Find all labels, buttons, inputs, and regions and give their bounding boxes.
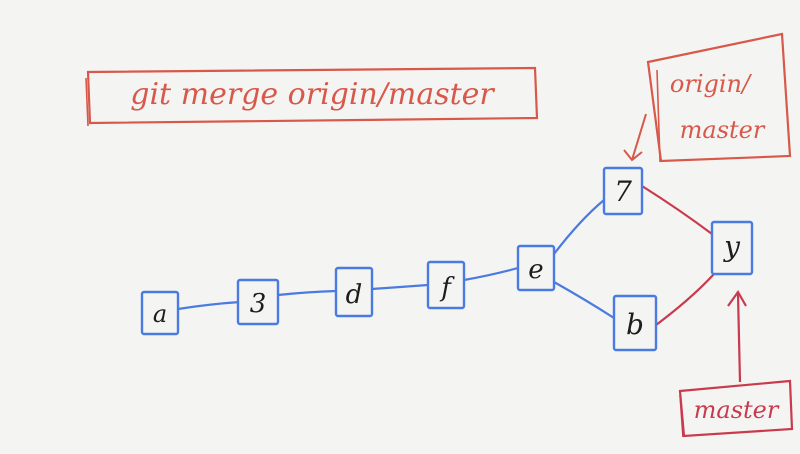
- command-box-edge: [85, 77, 89, 127]
- commit-y-box: [710, 220, 754, 276]
- origin-master-text-line1: origin/: [670, 70, 753, 98]
- merge-edges: [641, 185, 715, 329]
- origin-master-box-outline: [646, 32, 792, 163]
- commit-nodes: a 3 d f e 7 b: [140, 166, 754, 352]
- master-box-outline: [678, 379, 794, 438]
- commit-e-label: e: [528, 255, 543, 285]
- commit-d: d: [334, 266, 374, 318]
- master-label: master: [678, 289, 794, 438]
- commit-b-label: b: [626, 308, 644, 341]
- commit-3: 3: [236, 278, 280, 326]
- commit-a-box: [140, 290, 180, 336]
- origin-master-label: origin/ master: [623, 32, 792, 163]
- edge-3-d: [277, 289, 337, 297]
- commit-y: y: [710, 220, 754, 276]
- commit-a-label: a: [153, 300, 167, 328]
- master-text: master: [694, 396, 780, 424]
- commit-b: b: [612, 294, 658, 352]
- command-box: git merge origin/master: [85, 66, 539, 127]
- commit-f-box: [426, 260, 466, 310]
- edge-7-y: [641, 185, 713, 235]
- origin-master-text-line2: master: [680, 116, 766, 144]
- master-arrow-head: [727, 289, 747, 307]
- commit-7-label: 7: [614, 175, 632, 208]
- command-text: git merge origin/master: [130, 77, 495, 112]
- origin-master-arrow-head: [623, 149, 643, 162]
- commit-y-label: y: [722, 230, 741, 263]
- master-box-edge: [679, 394, 684, 438]
- commit-d-box: [334, 266, 374, 318]
- edge-e-b: [553, 281, 615, 319]
- commit-e-box: [516, 244, 556, 292]
- commit-3-label: 3: [250, 289, 267, 319]
- command-box-outline: [86, 66, 539, 125]
- commit-a: a: [140, 290, 180, 336]
- edge-b-y: [651, 273, 715, 329]
- edge-f-e: [463, 266, 519, 282]
- commit-3-box: [236, 278, 280, 326]
- origin-master-arrow-shaft: [631, 113, 647, 161]
- edge-a-3: [177, 300, 241, 311]
- commit-f: f: [426, 260, 466, 310]
- commit-d-label: d: [346, 280, 363, 310]
- master-arrow-shaft: [736, 293, 742, 383]
- commit-e: e: [516, 244, 556, 292]
- edge-d-f: [371, 283, 429, 291]
- commit-edges: [177, 199, 615, 319]
- origin-master-box-edge: [656, 69, 661, 163]
- commit-7-box: [602, 166, 644, 216]
- commit-7: 7: [602, 166, 644, 216]
- edge-e-7: [553, 199, 605, 255]
- commit-b-box: [612, 294, 658, 352]
